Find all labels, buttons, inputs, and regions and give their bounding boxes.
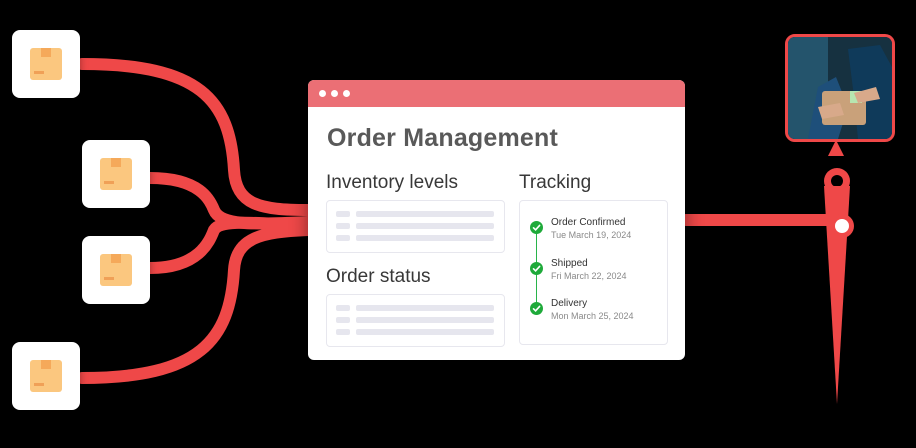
- order-management-window: Order Management Inventory levels Order …: [308, 80, 685, 360]
- connector-3: [144, 216, 314, 274]
- connector-2: [144, 172, 314, 230]
- page-title: Order Management: [327, 124, 559, 152]
- package-source-3: [82, 236, 150, 304]
- location-pin-icon: [824, 140, 854, 404]
- window-dot-2[interactable]: [331, 90, 338, 97]
- step-title: Order Confirmed: [551, 217, 626, 228]
- package-source-4: [12, 342, 80, 410]
- connector-1: [76, 58, 314, 216]
- step-title: Shipped: [551, 258, 588, 269]
- delivery-photo: [785, 34, 895, 142]
- window-titlebar: [308, 80, 685, 107]
- package-icon: [30, 48, 62, 80]
- inventory-card[interactable]: [326, 200, 505, 253]
- tracking-label: Tracking: [519, 172, 592, 193]
- check-icon: [530, 221, 543, 234]
- package-source-2: [82, 140, 150, 208]
- connector-4: [76, 224, 314, 384]
- tracking-card[interactable]: Order Confirmed Tue March 19, 2024 Shipp…: [519, 200, 668, 345]
- step-date: Mon March 25, 2024: [551, 311, 634, 321]
- check-icon: [530, 262, 543, 275]
- order-status-card[interactable]: [326, 294, 505, 347]
- step-date: Fri March 22, 2024: [551, 271, 627, 281]
- package-icon: [100, 254, 132, 286]
- step-date: Tue March 19, 2024: [551, 230, 632, 240]
- inventory-label: Inventory levels: [326, 172, 459, 193]
- window-dot-3[interactable]: [343, 90, 350, 97]
- package-icon: [100, 158, 132, 190]
- package-icon: [30, 360, 62, 392]
- order-status-label: Order status: [326, 266, 431, 287]
- check-icon: [530, 302, 543, 315]
- package-source-1: [12, 30, 80, 98]
- window-dot-1[interactable]: [319, 90, 326, 97]
- step-title: Delivery: [551, 298, 588, 309]
